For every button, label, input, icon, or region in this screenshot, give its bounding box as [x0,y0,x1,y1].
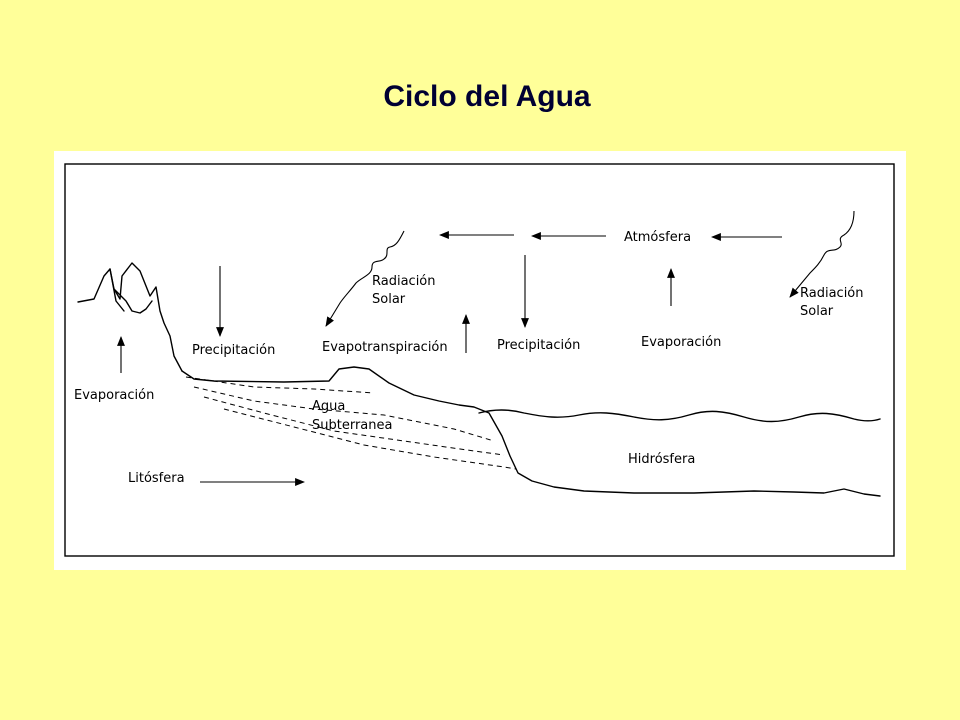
label-precipitacion-mid: Precipitación [497,338,580,353]
label-agua-1: Agua [312,399,345,414]
label-radiacion-right-2: Solar [800,304,834,319]
diagram-canvas: Atmósfera Radiación Solar Radiación Sola… [64,163,895,557]
water-cycle-diagram: Atmósfera Radiación Solar Radiación Sola… [54,151,906,570]
mountain-ridge [113,288,153,314]
label-radiacion-left-2: Solar [372,292,406,307]
sea-surface [478,409,881,423]
diagram-frame [64,163,895,557]
solar-radiation-left-arrow [325,230,405,327]
solar-radiation-right-arrow [789,210,855,298]
label-evaporacion-right: Evaporación [641,335,721,350]
land-surface [181,366,881,497]
label-evapotranspiracion: Evapotranspiración [322,340,448,355]
label-radiacion-right-1: Radiación [800,286,864,301]
label-hidrosfera: Hidrósfera [628,452,695,467]
label-evaporacion-left: Evaporación [74,388,154,403]
label-litosfera: Litósfera [128,471,185,486]
mountain-outline [77,262,183,372]
groundwater-dashes [185,376,517,470]
label-atmosfera: Atmósfera [624,230,691,245]
label-agua-2: Subterranea [312,418,392,433]
mountain-ridge-2 [109,268,125,312]
slide-title: Ciclo del Agua [383,80,591,113]
label-radiacion-left-1: Radiación [372,274,436,289]
label-precipitacion-left: Precipitación [192,343,275,358]
